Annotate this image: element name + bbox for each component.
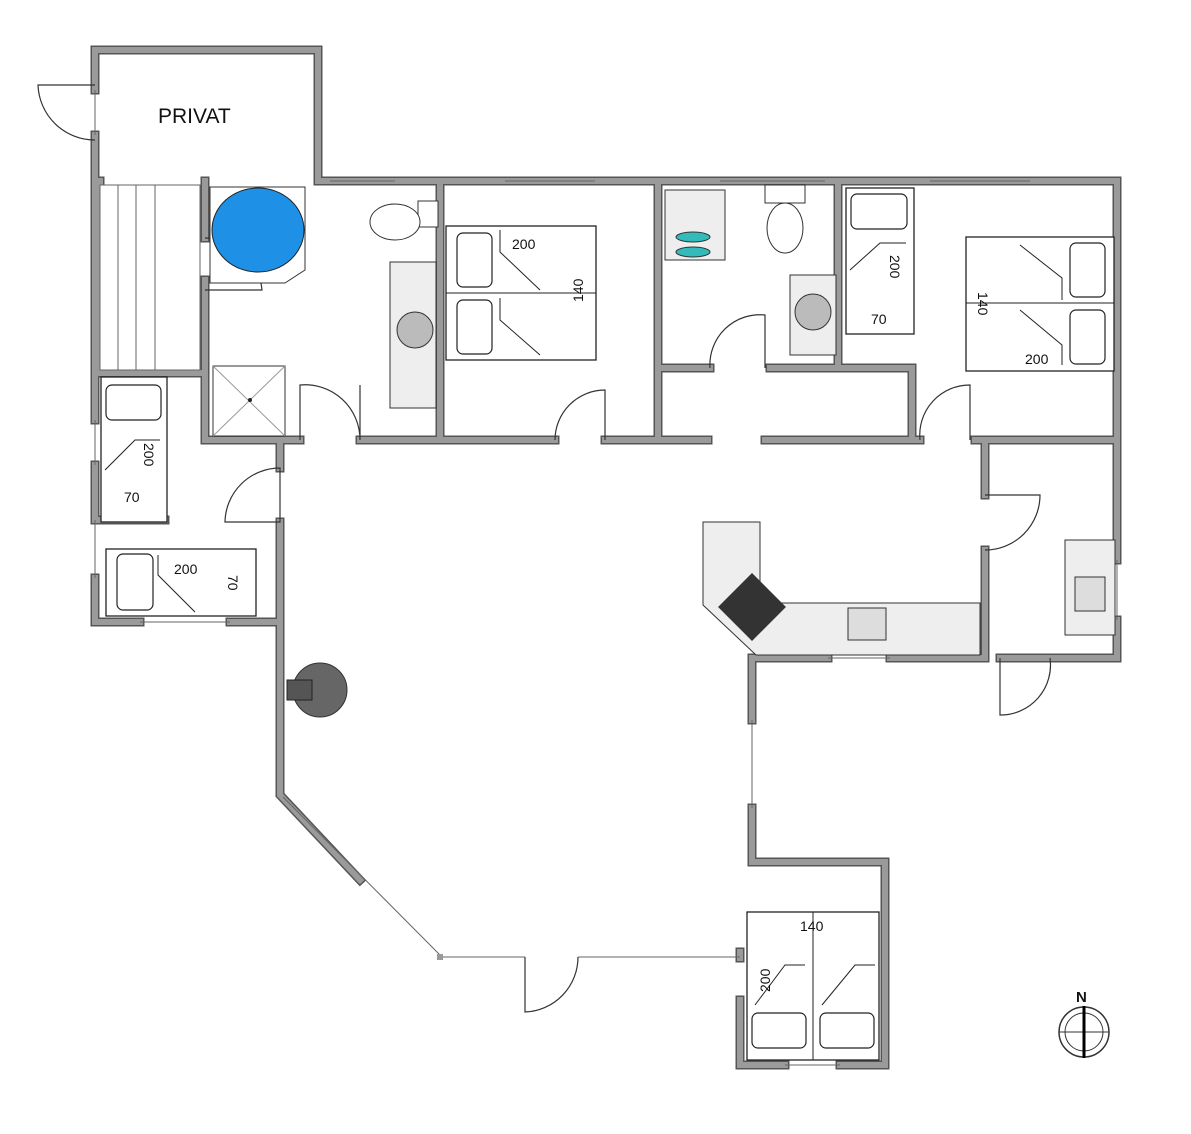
wall xyxy=(90,45,1122,565)
bed-length-label: 200 xyxy=(174,561,198,577)
bed-length-label: 200 xyxy=(141,443,157,467)
bed-length-label: 200 xyxy=(887,255,903,279)
bed-width-label: 70 xyxy=(124,489,140,505)
wall-fill xyxy=(749,655,831,723)
bed-length-label: 200 xyxy=(757,968,773,992)
privat-label: PRIVAT xyxy=(158,105,231,128)
compass-icon: N xyxy=(1058,989,1110,1058)
bed-double-3: 140 200 xyxy=(965,236,1115,372)
privat-room: PRIVAT xyxy=(158,105,231,128)
utility-sink xyxy=(1064,539,1116,636)
wall-fill xyxy=(749,805,888,1068)
wall-fill xyxy=(202,347,303,443)
bed-width-label: 70 xyxy=(225,575,241,591)
washer-icon xyxy=(664,189,726,261)
bed-width-label: 140 xyxy=(800,918,824,934)
wall-fill xyxy=(997,617,1120,661)
bed-double-6: 140 200 xyxy=(746,911,880,1061)
walls xyxy=(90,45,1122,1070)
bed-single-2: 200 70 xyxy=(845,187,915,335)
toilet-icon xyxy=(764,184,806,254)
bed-width-label: 140 xyxy=(570,278,586,302)
bed-width-label: 70 xyxy=(871,311,887,327)
wall-fill xyxy=(92,575,143,625)
wall xyxy=(765,363,917,445)
wall xyxy=(747,653,833,725)
sink-icon xyxy=(389,261,837,409)
wall-fill xyxy=(277,519,365,885)
bed-length-label: 200 xyxy=(512,236,536,252)
wall-fill xyxy=(92,47,1120,563)
bathtub-icon xyxy=(209,186,306,284)
kitchen-counter xyxy=(702,521,981,656)
toilet-icon xyxy=(369,200,439,241)
bed-length-label: 200 xyxy=(1025,351,1049,367)
stove-icon xyxy=(286,662,348,718)
wall-fill xyxy=(887,547,988,661)
shower-icon xyxy=(212,365,286,437)
sauna-benches xyxy=(99,184,201,371)
windows xyxy=(94,90,1118,1066)
bed-single-5: 200 70 xyxy=(105,548,257,617)
bed-width-label: 140 xyxy=(975,292,991,316)
compass-north-label: N xyxy=(1076,989,1087,1006)
bed-single-4: 200 70 xyxy=(100,376,168,523)
wall-fill xyxy=(737,997,788,1068)
bed-double-1: 200 140 xyxy=(445,225,597,361)
wall-fill xyxy=(767,365,915,443)
